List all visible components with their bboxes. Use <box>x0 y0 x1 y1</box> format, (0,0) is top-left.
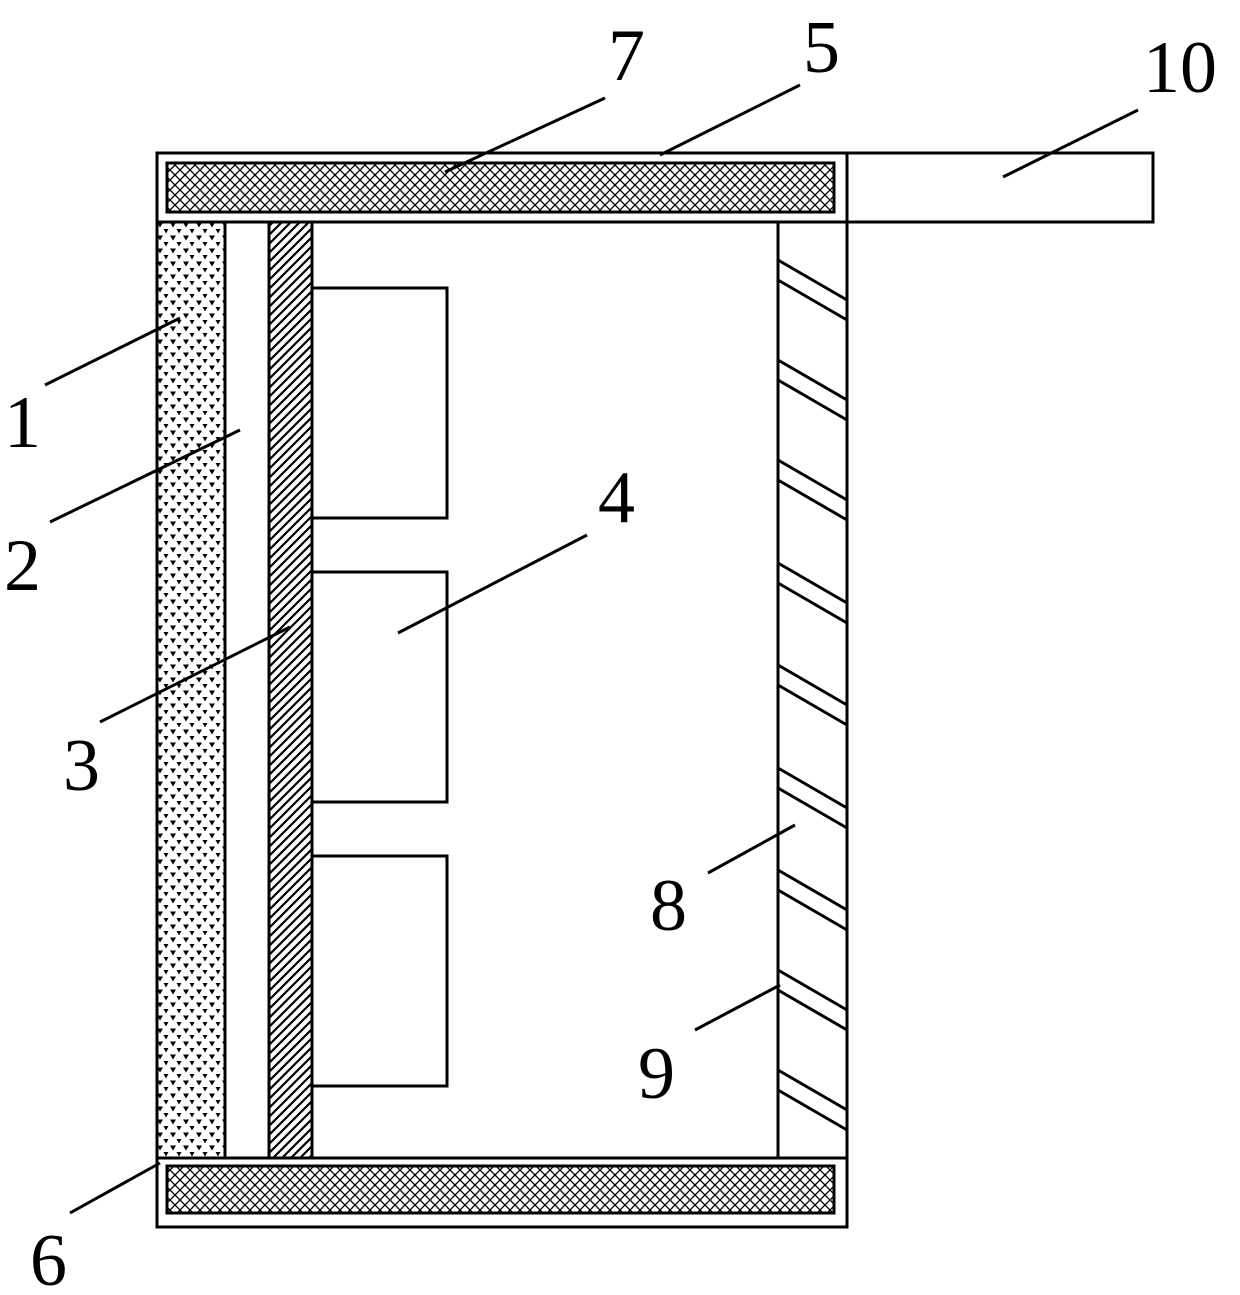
label-10: 10 <box>1143 27 1217 109</box>
component-box-top <box>312 288 447 518</box>
label-6: 6 <box>30 1220 67 1295</box>
top-insulation-layer <box>167 163 834 212</box>
bottom-insulation-layer <box>167 1166 834 1213</box>
leader-5 <box>660 85 800 155</box>
bottom-plate <box>157 1158 847 1227</box>
label-9: 9 <box>638 1033 675 1115</box>
label-8: 8 <box>650 865 687 947</box>
label-1: 1 <box>4 382 41 464</box>
leader-9 <box>695 985 780 1030</box>
component-box-bottom <box>312 856 447 1086</box>
component-box-middle <box>312 572 447 802</box>
label-7: 7 <box>608 15 645 97</box>
top-plate <box>157 153 847 222</box>
leader-6 <box>70 1163 160 1213</box>
label-4: 4 <box>598 457 635 539</box>
label-3: 3 <box>63 725 100 807</box>
side-extension <box>847 153 1153 222</box>
label-2: 2 <box>4 525 41 607</box>
air-gap-layer <box>225 222 269 1158</box>
right-wall <box>778 222 847 1158</box>
hatched-wall <box>269 222 312 1158</box>
label-5: 5 <box>803 7 840 89</box>
